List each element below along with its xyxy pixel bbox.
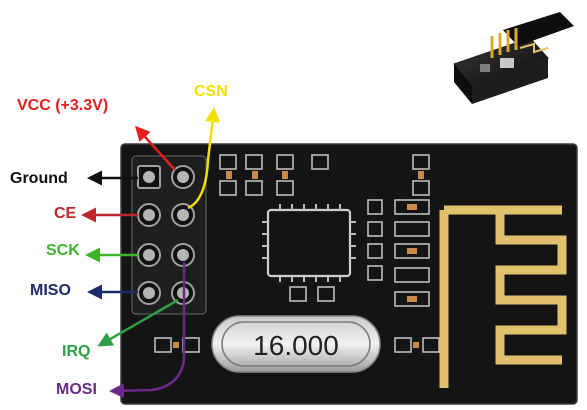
crystal-oscillator: 16.000 xyxy=(211,315,381,373)
mosi-arrow xyxy=(109,262,186,399)
crystal-frequency-label: 16.000 xyxy=(253,330,339,361)
module-3d-image xyxy=(453,12,574,104)
pin-label-ce: CE xyxy=(54,205,77,222)
pin-label-sck: SCK xyxy=(46,242,80,259)
pin-label-vcc: VCC (+3.3V) xyxy=(17,97,109,114)
pin-label-mosi: MOSI xyxy=(56,381,97,398)
pin-label-csn: CSN xyxy=(194,83,228,100)
rf-chip xyxy=(262,204,356,282)
pin-label-miso: MISO xyxy=(30,282,71,299)
csn-arrow xyxy=(187,107,221,210)
irq-arrow xyxy=(97,298,179,347)
pin-label-irq: IRQ xyxy=(62,343,91,360)
pin-header xyxy=(131,155,207,315)
pin-label-ground: Ground xyxy=(10,170,68,187)
vcc-arrow xyxy=(134,125,176,171)
pin-arrows xyxy=(81,107,221,399)
pcb-antenna xyxy=(439,205,567,388)
smd-components xyxy=(154,154,440,353)
